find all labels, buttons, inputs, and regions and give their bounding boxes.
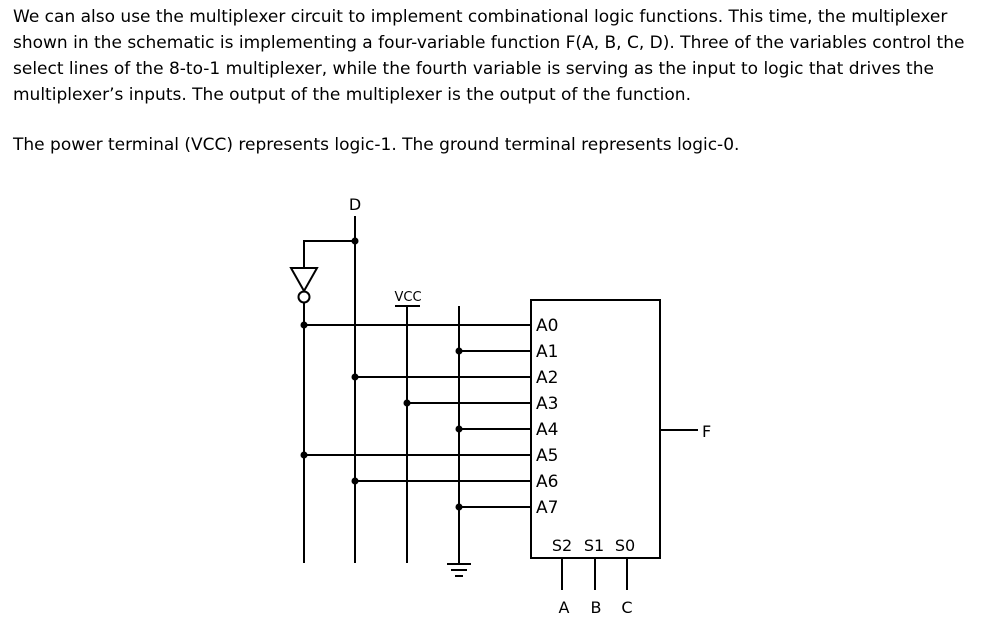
select-signal-c: C bbox=[621, 598, 632, 617]
output-label-f: F bbox=[702, 422, 711, 441]
junction-dot bbox=[455, 425, 463, 433]
d-label: D bbox=[349, 195, 361, 214]
mux-pin-a5: A5 bbox=[536, 446, 558, 466]
vcc-label: VCC bbox=[394, 290, 421, 305]
inverter-feed-wire bbox=[303, 240, 355, 268]
junction-dot bbox=[351, 477, 359, 485]
junction-dot bbox=[351, 237, 359, 245]
mux-pin-a4: A4 bbox=[536, 420, 558, 440]
inverter-bubble bbox=[297, 290, 311, 304]
select-signal-b: B bbox=[591, 598, 602, 617]
junction-dot bbox=[455, 503, 463, 511]
mux-pin-a1: A1 bbox=[536, 342, 558, 362]
select-label-s2: S2 bbox=[552, 536, 572, 555]
mux-pin-a3: A3 bbox=[536, 394, 558, 414]
mux-pin-a6: A6 bbox=[536, 472, 558, 492]
intro-paragraph: We can also use the multiplexer circuit … bbox=[13, 7, 965, 105]
inverter-triangle bbox=[289, 267, 319, 294]
junction-dot bbox=[403, 399, 411, 407]
junction-dot bbox=[455, 347, 463, 355]
junction-dot bbox=[300, 451, 308, 459]
mux-pin-a7: A7 bbox=[536, 498, 558, 518]
mux-pin-a0: A0 bbox=[536, 316, 558, 336]
select-label-s1: S1 bbox=[584, 536, 604, 555]
mux-pin-a2: A2 bbox=[536, 368, 558, 388]
junction-dot bbox=[351, 373, 359, 381]
junction-dot bbox=[300, 321, 308, 329]
select-signal-a: A bbox=[559, 598, 570, 617]
select-label-s0: S0 bbox=[615, 536, 635, 555]
power-note-paragraph: The power terminal (VCC) represents logi… bbox=[13, 135, 740, 155]
